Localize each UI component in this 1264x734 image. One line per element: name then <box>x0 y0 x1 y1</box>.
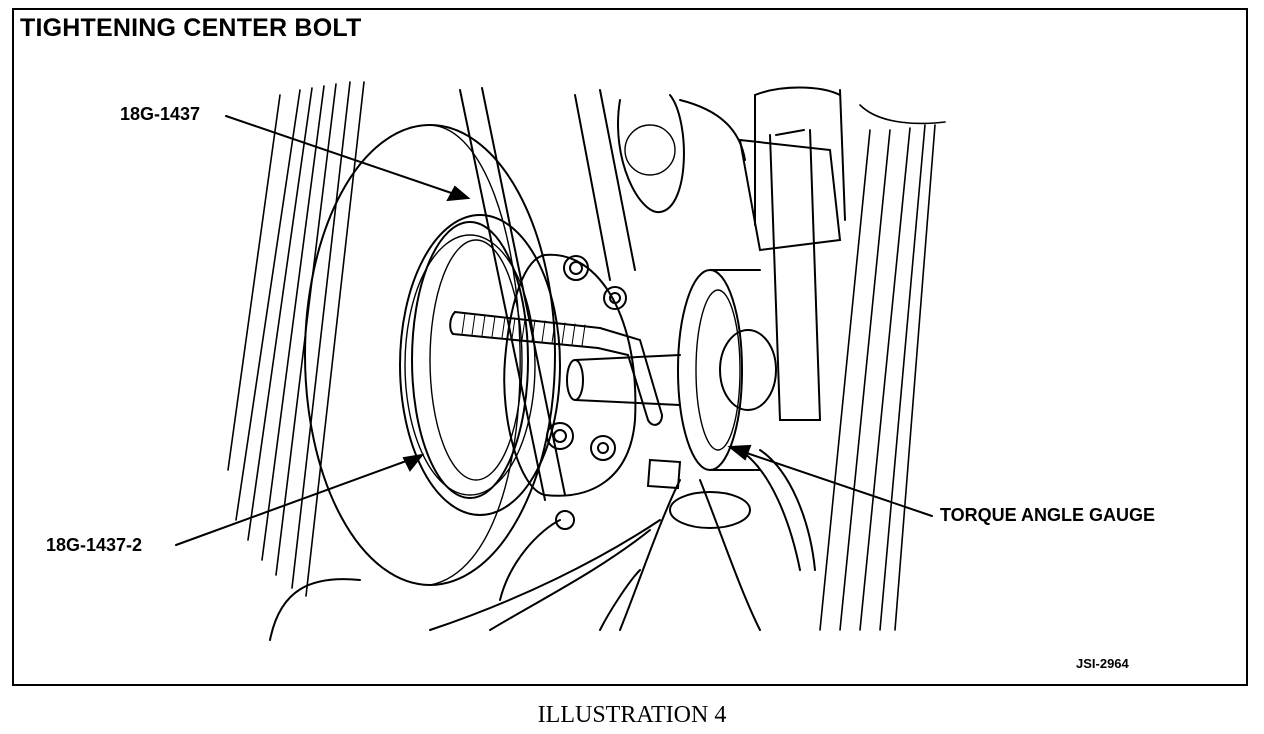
figure-code: JSI-2964 <box>1076 656 1129 671</box>
leader-line-torque-angle-gauge <box>727 444 933 517</box>
knurled-rod <box>449 311 663 426</box>
right-ribs <box>819 104 946 631</box>
crank-pulley <box>304 124 561 586</box>
socket-handle <box>619 449 816 631</box>
upper-bracket <box>617 86 846 421</box>
callout-torque-angle-gauge: TORQUE ANGLE GAUGE <box>940 505 1156 525</box>
leader-line-18g-1437-2 <box>175 453 425 546</box>
leader-line-18g-1437 <box>225 115 471 202</box>
torque-angle-gauge <box>677 269 777 471</box>
knurl-hatch <box>461 312 586 347</box>
figure-caption: ILLUSTRATION 4 <box>537 702 727 728</box>
callout-18g-1437-2: 18G-1437-2 <box>46 535 143 555</box>
tool-disc-18g-1437-2 <box>411 221 529 499</box>
diagram-title: TIGHTENING CENTER BOLT <box>20 14 362 42</box>
tool-plate <box>503 253 637 530</box>
callout-18g-1437: 18G-1437 <box>120 104 201 124</box>
background-ribs <box>227 81 365 597</box>
center-shaft <box>566 354 681 406</box>
lower-body <box>269 519 661 641</box>
